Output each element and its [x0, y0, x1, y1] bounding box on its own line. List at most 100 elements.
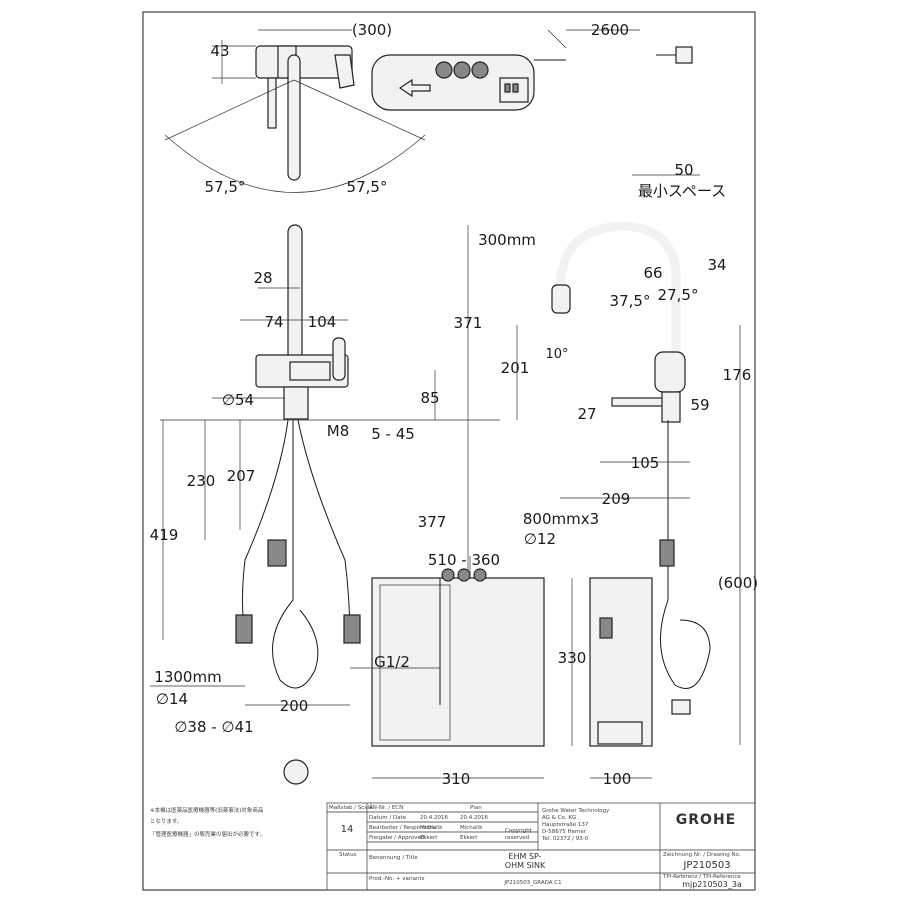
dim-201-label: 201: [501, 359, 530, 377]
angle-b-label: 27,5°: [658, 286, 699, 304]
angle-left-label: 57,5°: [205, 178, 246, 196]
plug-pin-1: [504, 83, 511, 93]
variant-label: Prod.-No. + variants: [369, 876, 425, 882]
copyright-1: Copyright: [505, 828, 533, 834]
variant-value: JP210503_GRADA C1: [503, 880, 561, 886]
dim-200-label: 200: [280, 697, 309, 715]
dim-104-label: 104: [308, 313, 337, 331]
dim-74-label: 74: [264, 313, 283, 331]
spout-front: [287, 224, 303, 366]
control-box-top: 2600: [371, 21, 693, 111]
bearb-label: Bearbeiter / Responsible: [369, 825, 437, 831]
drawing-no-label: Zeichnung Nr. / Drawing No.: [663, 852, 741, 858]
anr-label: ÄN-Nr. / ECN: [369, 804, 403, 811]
min-space-label: 最小スペース: [638, 182, 726, 200]
spout-top: [287, 54, 301, 181]
dim-377-label: 377: [418, 513, 447, 531]
hose-left: [242, 419, 289, 641]
name-2: Michalik: [460, 825, 483, 831]
dim-5-45-label: 5 - 45: [371, 425, 415, 443]
datum-label: Datum / Date: [369, 815, 407, 821]
dim-43-label: 43: [210, 42, 229, 60]
dim-85-label: 85: [420, 389, 439, 407]
dim-59-label: 59: [690, 396, 709, 414]
dim-230-label: 230: [187, 472, 216, 490]
company-1: Grohe Water Technology: [542, 808, 610, 814]
dim-371-label: 371: [454, 314, 483, 332]
plug-pin-2: [512, 83, 519, 93]
connector-left: [235, 614, 253, 644]
hose-length-label: 1300mm: [154, 668, 221, 686]
dim-34-label: 34: [707, 256, 726, 274]
valve-front: [267, 539, 287, 567]
copyright-2: reserved: [505, 835, 529, 841]
title-value-1: EHM SP-: [508, 852, 541, 861]
hose-loop: [271, 420, 319, 689]
sheet-border: [142, 11, 756, 891]
dim-66-label: 66: [643, 264, 662, 282]
date-2: 20.4.2016: [460, 815, 488, 821]
nozzle-front: [289, 361, 331, 381]
dim-176-label: 176: [723, 366, 752, 384]
dim-330-label: 330: [558, 649, 587, 667]
grohe-logo: GROHE: [676, 812, 736, 828]
status-label: Status: [339, 852, 357, 858]
company-4: D-58675 Hemer: [542, 829, 587, 835]
side-view: 50 最小スペース 300mm 66 34 37,5° 27,5° 10° 20…: [478, 161, 758, 745]
note-line-2: となります。: [150, 818, 182, 825]
connector-2: [453, 61, 471, 79]
lever-side: [611, 397, 671, 407]
spray-head: [551, 284, 571, 314]
lever-front: [332, 337, 346, 381]
connector-1: [435, 61, 453, 79]
dim-50-label: 50: [674, 161, 693, 179]
dim-510-360-label: 510 - 360: [428, 551, 500, 569]
valve-stub-top: [267, 77, 277, 129]
boiler-unit: 510 - 360 G1/2 330 310 100: [350, 551, 653, 788]
boiler-panel: [379, 584, 451, 741]
swing-arc: [164, 134, 426, 193]
title-label: Benennung / Title: [369, 855, 418, 861]
hose-side: [659, 420, 711, 689]
swing-line-left: [164, 79, 295, 141]
note-line-3: 「管理医療機器」の販売業の届出が必要です。: [150, 830, 265, 838]
plan-label: Plan: [470, 805, 482, 811]
dim-54-label: ∅54: [222, 391, 254, 409]
note-line-1: ※本機は医薬品医療機器等(旧薬事法)対象商品: [150, 806, 264, 814]
company-3: Hauptstraße 137: [542, 822, 589, 828]
freigabe-label: Freigabe / Approved: [369, 835, 424, 841]
title-block: ※本機は医薬品医療機器等(旧薬事法)対象商品 となります。 「管理医療機器」の販…: [150, 802, 756, 891]
boiler-conn-2: [457, 568, 471, 582]
lever-top: [334, 54, 355, 89]
drawing-no: JP210503: [682, 860, 730, 871]
date-1: 20.4.2016: [420, 815, 448, 821]
spray-hose-label: 300mm: [478, 231, 536, 249]
company-5: Tel. 02372 / 93-0: [541, 836, 589, 842]
title-value-2: OHM SINK: [505, 861, 546, 870]
swing-line-right: [293, 79, 426, 141]
hose-dia-label: ∅14: [156, 690, 188, 708]
hose-spec-label: 800mmx3: [523, 510, 599, 528]
plug-side: [671, 699, 691, 715]
dim-2600-label: 2600: [591, 21, 629, 39]
boiler-front: [371, 577, 545, 747]
dim-419-label: 419: [150, 526, 179, 544]
boiler-conn-3: [473, 568, 487, 582]
dim-28-label: 28: [253, 269, 272, 287]
connector-side: [659, 539, 675, 567]
base-front: [283, 386, 309, 420]
base-side: [661, 391, 681, 423]
boiler-side-box: [599, 617, 613, 639]
front-view: 28 74 104 ∅54 85 371 M8 5 - 45 419 230 2…: [150, 224, 500, 785]
dim-310-label: 310: [442, 770, 471, 788]
title-block-frame: [326, 802, 756, 891]
tpi-value: mjp210503_3a: [682, 880, 742, 889]
boiler-side: [589, 577, 653, 747]
hole-dia-label: ∅38 - ∅41: [174, 718, 253, 736]
company-2: AG & Co. KG: [542, 815, 576, 821]
tpi-label: TPI-Referenz / TPI-Reference: [662, 874, 741, 880]
body-side: [654, 351, 686, 393]
angle-right-label: 57,5°: [347, 178, 388, 196]
scale-value: 14: [341, 824, 354, 835]
